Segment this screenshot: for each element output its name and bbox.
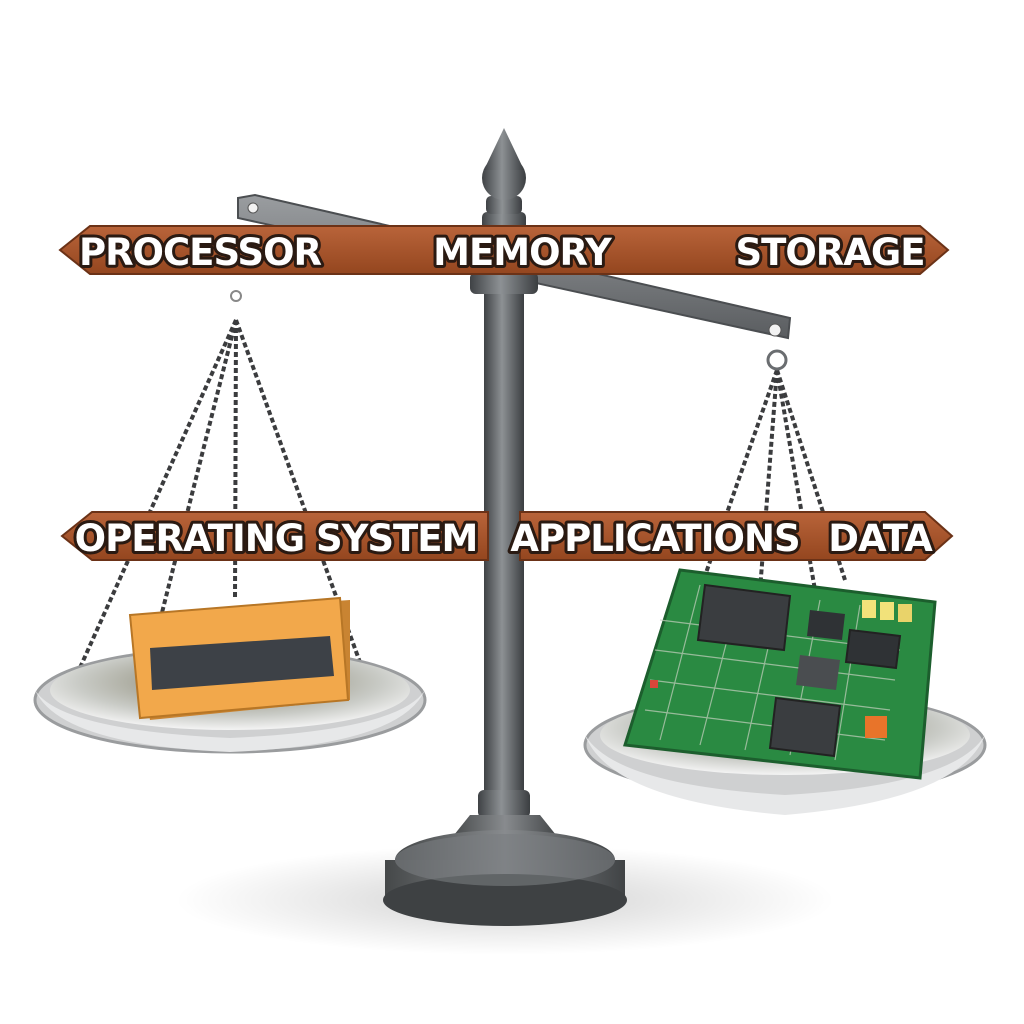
- top-banner: PROCESSOR MEMORY STORAGE: [58, 225, 950, 277]
- banner-label-operating-system: OPERATING SYSTEM: [75, 517, 478, 560]
- banner-label-storage: STORAGE: [735, 231, 924, 274]
- card-icon: [128, 596, 350, 720]
- bottom-banner: OPERATING SYSTEM APPLICATIONS DATA: [60, 511, 954, 563]
- circuit-board-icon: [623, 568, 937, 780]
- banner-label-applications: APPLICATIONS: [510, 517, 799, 560]
- left-hook: [230, 290, 242, 302]
- banner-label-memory: MEMORY: [433, 231, 613, 274]
- banner-label-data: DATA: [828, 517, 933, 560]
- right-hook: [766, 349, 788, 371]
- banner-label-processor: PROCESSOR: [79, 231, 322, 274]
- scale-base: [383, 790, 627, 926]
